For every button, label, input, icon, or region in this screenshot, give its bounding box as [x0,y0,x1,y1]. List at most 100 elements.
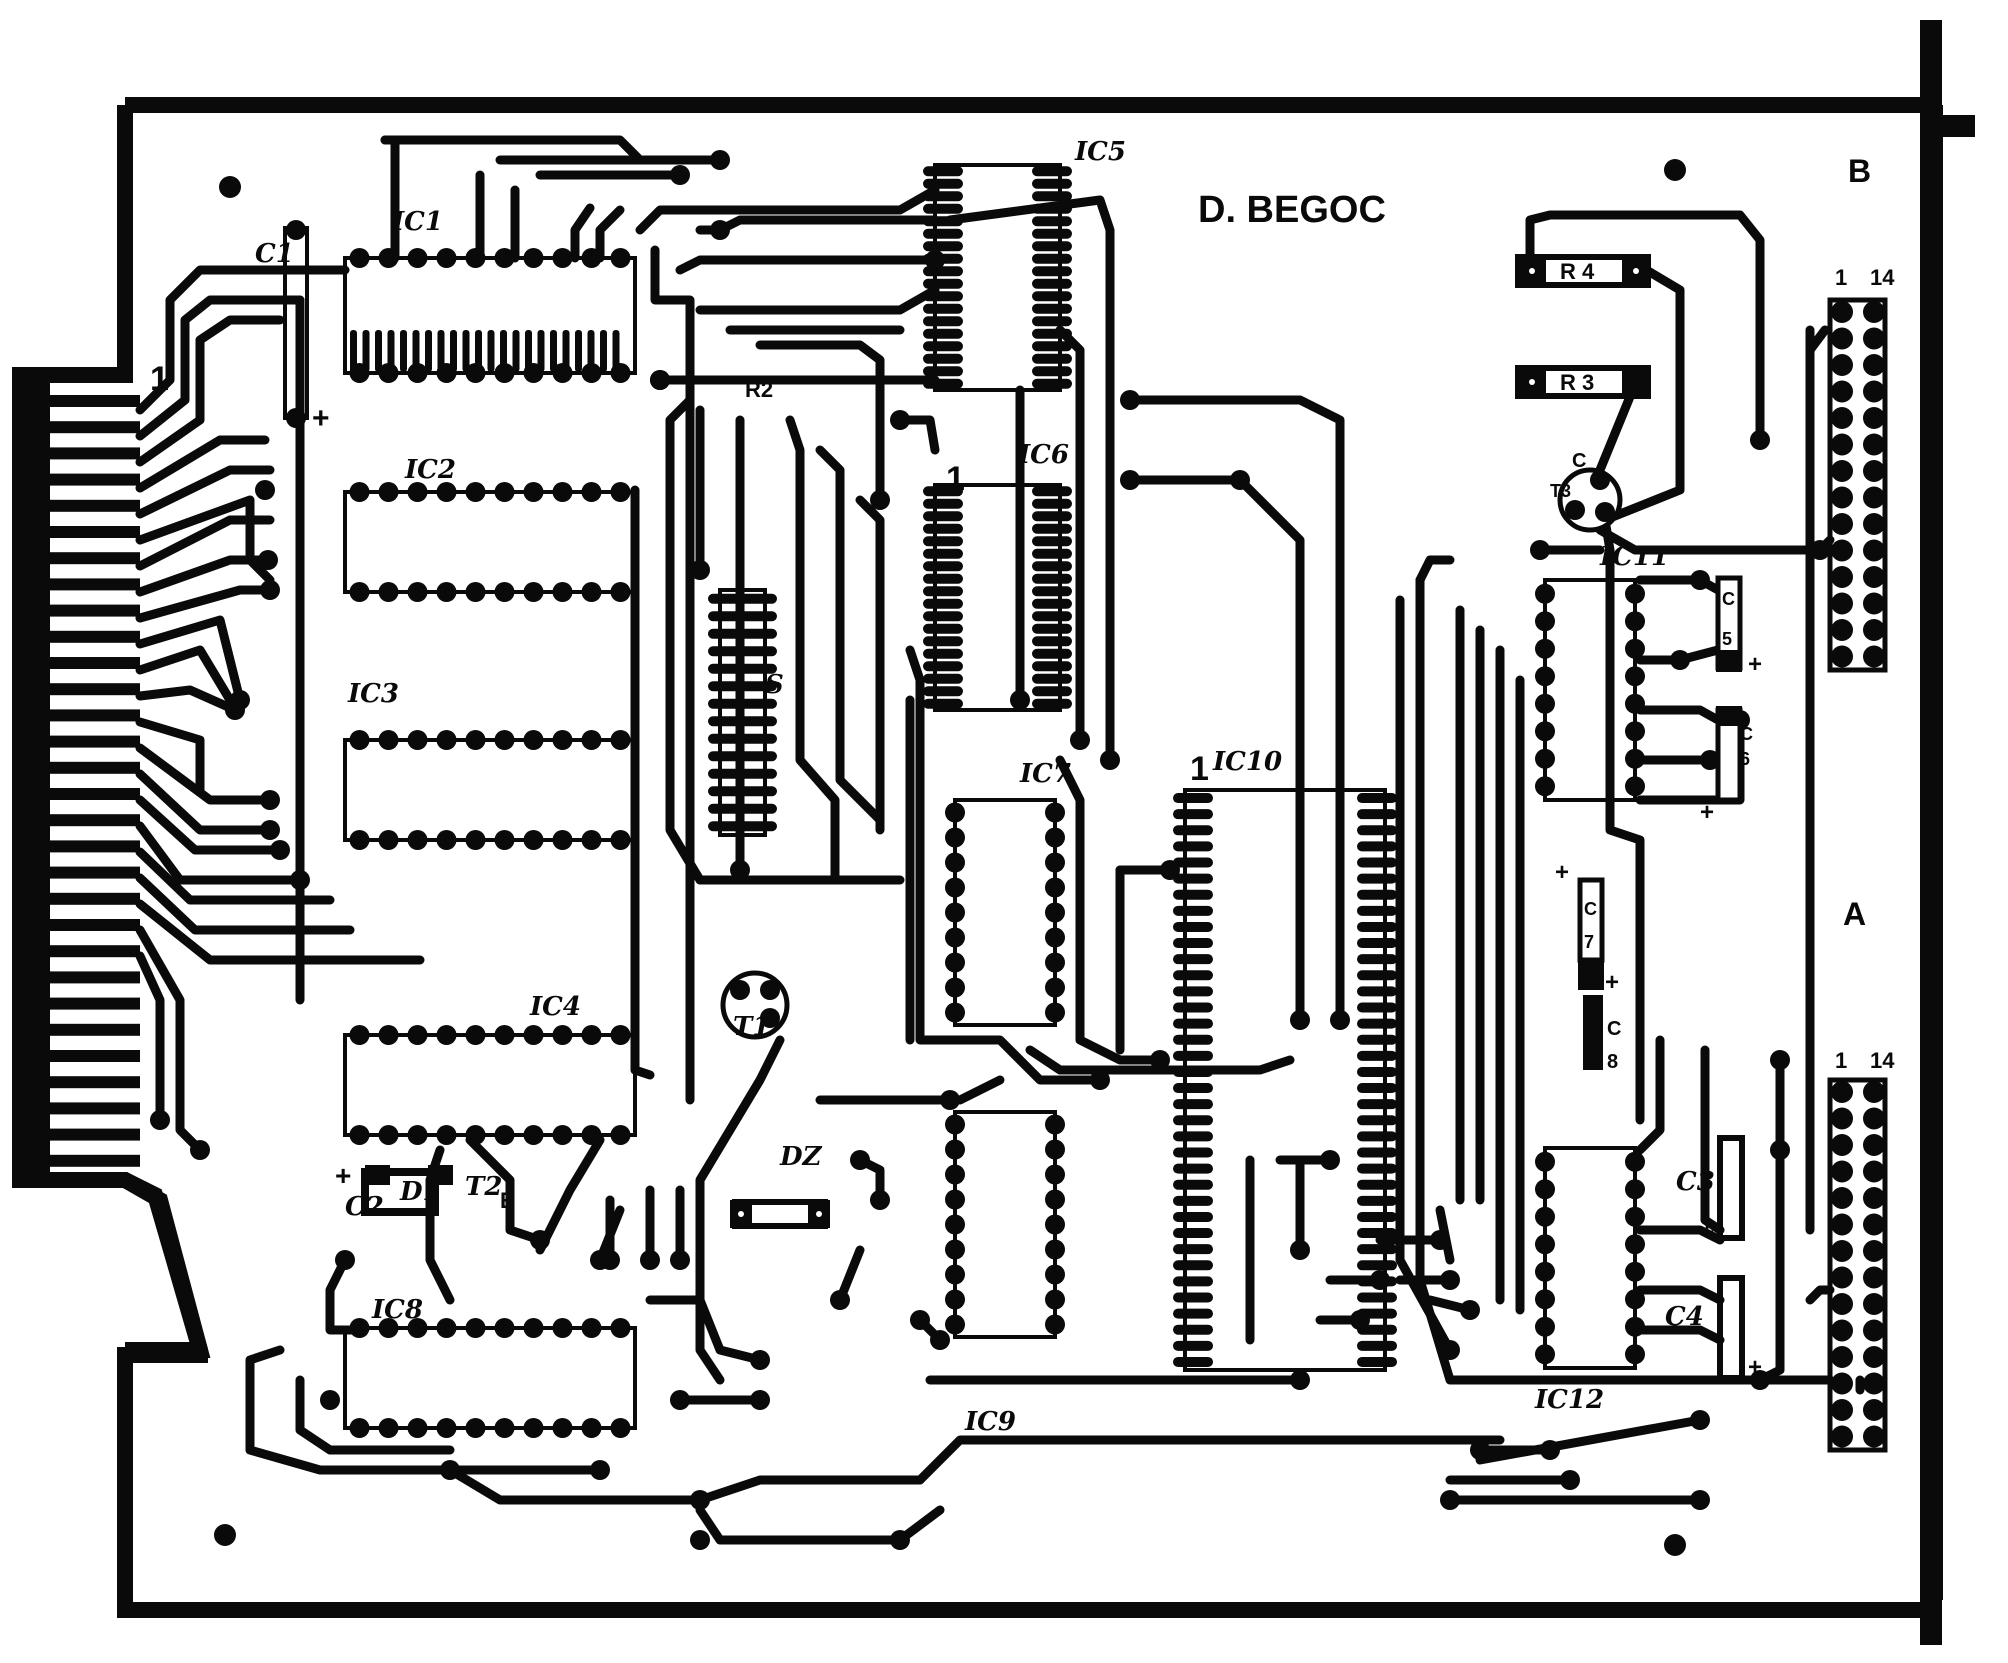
copper-trace [855,495,885,835]
via-pad [1770,1050,1790,1070]
ic11-label: IC11 [1599,542,1669,572]
header-pin [1863,1160,1885,1183]
copper-trace [135,495,275,585]
ic4-pad [610,1125,631,1145]
ic2-label: IC2 [404,455,456,485]
ic8-pad [378,1318,399,1338]
c2-label: C2 [345,1192,384,1222]
via-pad [1230,470,1250,490]
ic4-pad [552,1025,573,1045]
ic11-pad [1535,693,1555,714]
ic8-pad [465,1418,486,1438]
header-pin [1831,539,1853,562]
ic9-pad [945,1139,965,1160]
ic10-pad [1173,1356,1213,1367]
ic6-pad [923,573,963,584]
ic11-pad [1625,611,1645,632]
via-pad [1010,690,1030,710]
ic8-pad [552,1318,573,1338]
ic10-pad [1357,1115,1397,1126]
via-pad [1430,1230,1450,1250]
via-pad [925,250,945,270]
ic1-pad [581,363,602,383]
ic8-pad [523,1418,544,1438]
c5-plus: + [1748,651,1762,678]
ic1-pad [537,330,545,372]
edge-finger [40,1154,140,1167]
ic3-pad [610,730,631,750]
ic1-pad [612,330,620,372]
header-pin [1831,1266,1853,1289]
ic5-pad [923,228,963,239]
ic5-pad [923,328,963,339]
copper-trace [1055,325,1085,745]
capacitor-c6: C 6 + [1700,706,1753,826]
ic12-label: IC12 [1534,1385,1604,1415]
via-pad [750,1350,770,1370]
ic6-pad [923,611,963,622]
via-pad [600,1250,620,1270]
ic9-pad [945,1289,965,1310]
ic8-pad [349,1418,370,1438]
copper-trace [135,465,275,519]
ic10-pad [1173,1179,1213,1190]
ic10-pad [1357,1099,1397,1110]
copper-trace [245,1345,605,1475]
copper-trace [1125,395,1345,1025]
ic10-pad [1173,825,1213,836]
header-pin [1831,1399,1853,1421]
ic10-pad [1173,921,1213,932]
ic9-pad [1045,1139,1065,1160]
edge-finger [40,735,140,748]
ic10-pad [1357,873,1397,884]
edge-finger [40,892,140,905]
connector-b-pin-start: 1 [1835,265,1847,290]
edge-finger [40,604,140,617]
mounting-hole [214,1524,236,1546]
ic10-pad [1173,1099,1213,1110]
c8-plus: + [1605,969,1619,996]
via-pad [320,1390,340,1410]
copper-trace [1125,475,1305,1025]
via-pad [260,790,280,810]
ic6-pad [923,498,963,509]
ic10-pad [1173,1244,1213,1255]
via-pad [1350,1310,1370,1330]
capacitor-c5: C 5 + [1715,575,1762,678]
ic6-pad [1032,686,1072,697]
copper-trace [945,195,1115,765]
ic5-pad [1032,266,1072,277]
edge-finger [40,657,140,669]
edge-finger [40,630,140,643]
header-pin [1863,1240,1885,1262]
copper-trace [695,215,940,235]
header-pin [1863,539,1885,562]
ic6-pad [1032,536,1072,547]
ic4-pad [465,1025,486,1045]
ic7-pad [945,852,965,873]
edge-connector-notch [12,367,211,1358]
ic11-body [1543,578,1637,802]
ic5-pad [1032,216,1072,227]
ic8-pad [494,1318,515,1338]
ic6-pad [1032,623,1072,634]
s-switch-pad [737,751,777,762]
ic2-pad [552,582,573,602]
via-pad [690,560,710,580]
copper-trace [1635,1325,1725,1345]
copper-trace [645,1295,765,1365]
via-pad [1460,1300,1480,1320]
via-pad [670,1390,690,1410]
ic8-pad [407,1418,428,1438]
header-pin [1863,380,1885,403]
copper-trace [1635,1035,1665,1155]
ic1-pad [349,248,370,268]
ic5-pad [923,353,963,364]
ic10-pad [1173,857,1213,868]
ic6-pad [923,523,963,534]
edge-connector-fingers [20,380,140,1175]
edge-finger [40,919,140,931]
ic10-pad [1357,809,1397,820]
ic4-body [343,1033,637,1137]
t2-pin-label: E [500,1188,515,1213]
